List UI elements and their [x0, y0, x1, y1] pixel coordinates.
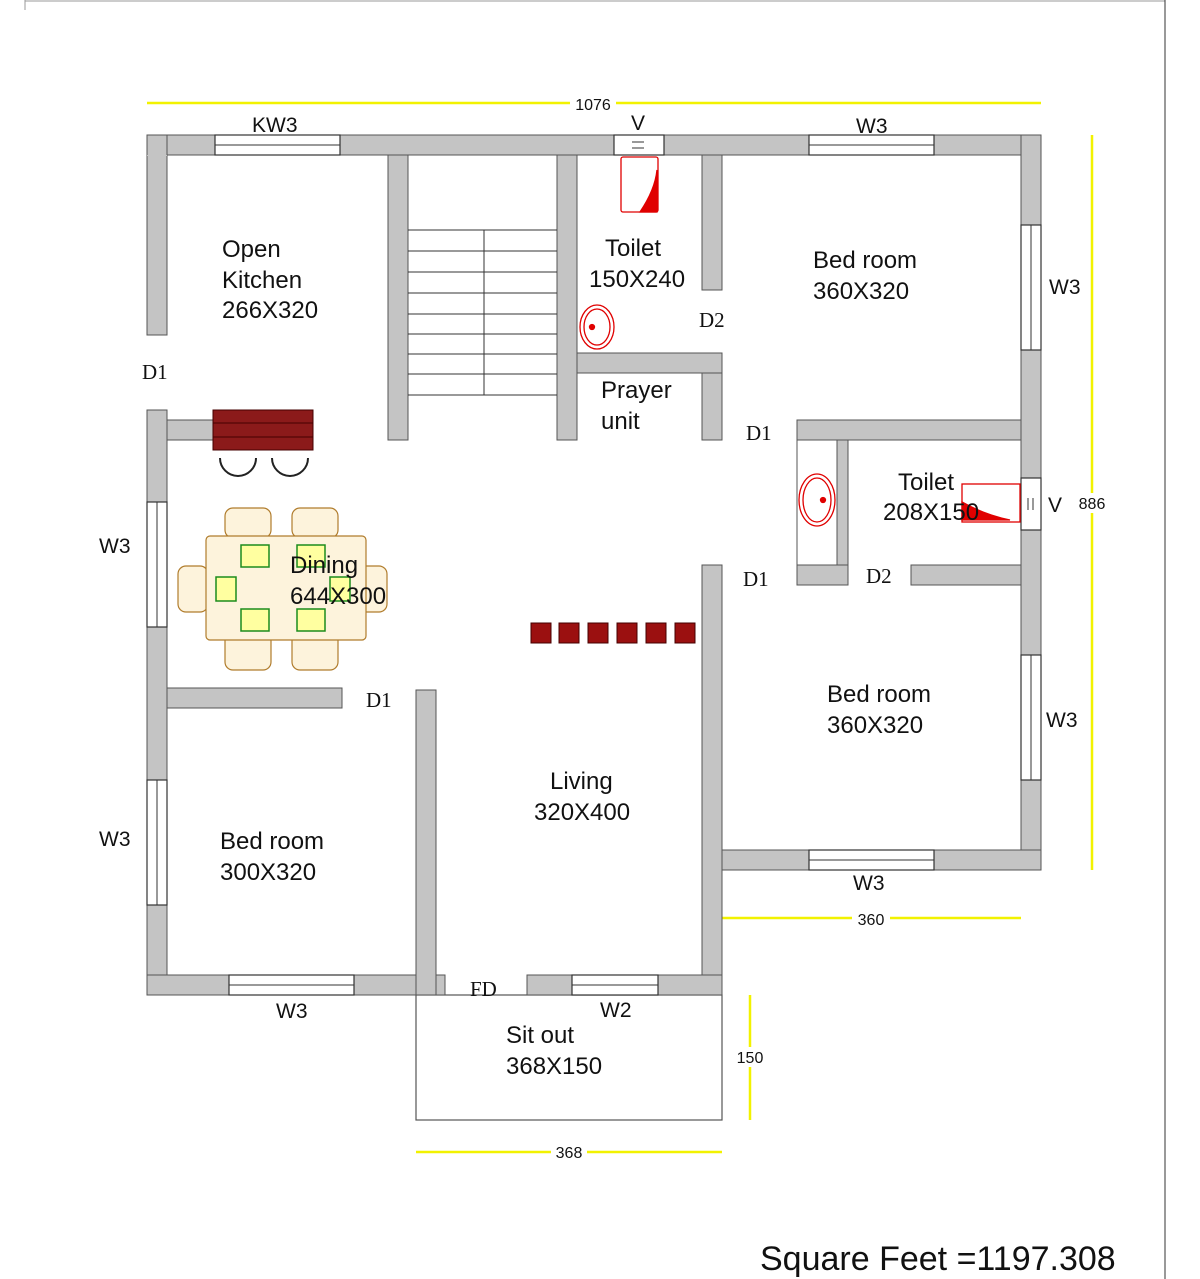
- room-toilet2-size: 208X150: [883, 499, 979, 526]
- window-label-bed1-side: W3: [1049, 276, 1081, 299]
- window-label-vent2: V: [1048, 494, 1062, 517]
- room-dining-size: 644X300: [290, 583, 386, 610]
- dim-sitout-width: 368: [556, 1145, 583, 1162]
- room-toilet1-name: Toilet: [605, 235, 661, 262]
- window-label-bed3-side: W3: [99, 828, 131, 851]
- toilet-fixtures: [579, 156, 1021, 527]
- room-kitchen-size: 266X320: [222, 297, 318, 324]
- dimension-lines: [147, 95, 1112, 1161]
- window-label-kitchen: KW3: [252, 114, 298, 137]
- room-kitchen-name2: Kitchen: [222, 267, 302, 294]
- window-label-dining: W3: [99, 535, 131, 558]
- kitchen-counter: [212, 409, 314, 477]
- room-bed1-name: Bed room: [813, 247, 917, 274]
- window-label-bed1-top: W3: [856, 115, 888, 138]
- room-prayer-name1: Prayer: [601, 377, 672, 404]
- window-label-bed2-side: W3: [1046, 709, 1078, 732]
- windows: [146, 134, 1042, 996]
- door-label-bed1: D1: [746, 421, 772, 445]
- dim-sitout-depth: 150: [737, 1050, 764, 1067]
- room-bed2-size: 360X320: [827, 712, 923, 739]
- living-showcase: [530, 622, 696, 644]
- window-label-bed2-bottom: W3: [853, 872, 885, 895]
- room-bed3-size: 300X320: [220, 859, 316, 886]
- door-label-bed3: D1: [366, 688, 392, 712]
- window-label-bed3-bottom: W3: [276, 1000, 308, 1023]
- room-bed3-name: Bed room: [220, 828, 324, 855]
- square-feet-total: Square Feet =1197.308: [760, 1240, 1116, 1278]
- room-prayer-name2: unit: [601, 408, 640, 435]
- room-toilet2-name: Toilet: [898, 469, 954, 496]
- window-label-vent1: V: [631, 112, 645, 135]
- room-sitout-size: 368X150: [506, 1053, 602, 1080]
- dim-total-depth: 886: [1079, 496, 1106, 513]
- staircase: [408, 229, 557, 396]
- dim-total-width: 1076: [575, 97, 611, 114]
- door-label-toilet1: D2: [699, 308, 725, 332]
- room-bed2-name: Bed room: [827, 681, 931, 708]
- room-toilet1-size: 150X240: [589, 266, 685, 293]
- door-label-toilet2: D2: [866, 564, 892, 588]
- room-dining-name: Dining: [290, 552, 358, 579]
- dim-bedroom-width: 360: [858, 912, 885, 929]
- room-bed1-size: 360X320: [813, 278, 909, 305]
- room-living-name: Living: [550, 768, 613, 795]
- door-label-kitchen: D1: [142, 360, 168, 384]
- room-living-size: 320X400: [534, 799, 630, 826]
- room-sitout-name: Sit out: [506, 1022, 574, 1049]
- dining-table: [177, 507, 388, 671]
- room-kitchen-name1: Open: [222, 236, 281, 263]
- door-label-front: FD: [470, 977, 497, 1001]
- window-label-living: W2: [600, 999, 632, 1022]
- door-label-bed2: D1: [743, 567, 769, 591]
